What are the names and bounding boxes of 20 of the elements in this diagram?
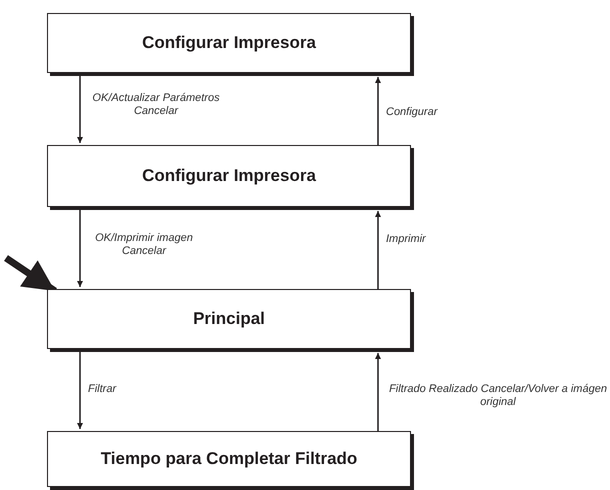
arrow [375, 77, 381, 145]
edge-label: OK/Actualizar Parámetros Cancelar [91, 92, 221, 118]
arrow [77, 350, 83, 429]
state-name: Principal [193, 308, 265, 330]
edge-label: Filtrar [88, 383, 118, 396]
state-box [47, 289, 411, 349]
arrow [375, 211, 381, 289]
state-name: Configurar Impresora [142, 32, 316, 54]
state-name: Configurar Impresora [142, 165, 316, 187]
arrow [77, 208, 83, 287]
state-box [47, 431, 411, 487]
edge-label: Configurar [386, 106, 439, 119]
arrow [375, 353, 381, 431]
arrow [77, 74, 83, 143]
edge-label: OK/Imprimir imagen Cancelar [94, 232, 194, 258]
edge-label: Imprimir [386, 233, 427, 246]
edge-label: Filtrado Realizado Cancelar/Volver a imágen original [388, 383, 608, 409]
state-box [47, 13, 411, 73]
state-box [47, 145, 411, 207]
state-name: Tiempo para Completar Filtrado [100, 448, 358, 470]
